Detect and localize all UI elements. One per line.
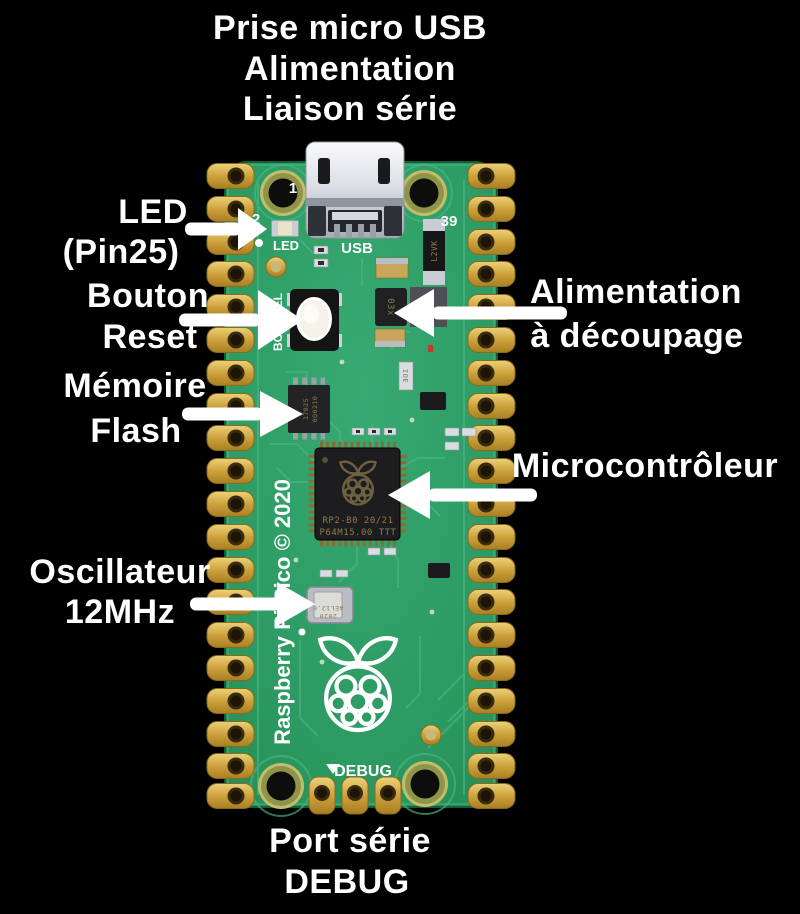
osc-marking-2: 2020: [319, 612, 337, 620]
power-led: [255, 220, 299, 247]
label-flash-line1: Mémoire: [63, 367, 207, 405]
sot23-transistor-2: [428, 563, 450, 578]
debug-pins: [308, 776, 402, 815]
label-flash-line2: Flash: [90, 412, 182, 450]
label-led-line2: (Pin25): [62, 233, 180, 271]
annotation-arrows: [179, 208, 567, 626]
silkscreen-pin2: 2: [252, 211, 260, 228]
arrow-psu: [394, 289, 567, 337]
label-osc-line2: 12MHz: [64, 593, 176, 631]
label-reset-line1: Bouton: [87, 277, 209, 315]
label-psu-line1: Alimentation: [530, 273, 742, 311]
silkscreen-led: LED: [273, 238, 299, 253]
arrow-flash: [182, 391, 303, 437]
label-usb-line3: Liaison série: [242, 90, 458, 128]
sot23-transistor: [420, 392, 446, 410]
label-reset-line2: Reset: [102, 318, 198, 356]
label-usb-line1: Prise micro USB: [213, 9, 487, 47]
arrow-oscillator: [190, 582, 315, 626]
label-led-line1: LED: [118, 193, 188, 231]
arrow-led: [185, 208, 267, 250]
silkscreen-pin1: 1: [289, 180, 297, 197]
silkscreen-debug-triangle: [326, 764, 340, 774]
silkscreen-usb: USB: [341, 240, 373, 257]
inductor-marking: 03x: [385, 298, 395, 316]
misc-passives: IOE: [313, 245, 477, 578]
silkscreen-debug: DEBUG: [334, 763, 392, 780]
schottky-diode: L2VK: [423, 219, 445, 285]
silkscreen-texts: USB LED 1 2 39 BOOTSEL Raspberry Pi Pico…: [252, 180, 458, 780]
mcu-marking-1: RP2-B0 20/21: [322, 516, 393, 526]
mcu-marking-2: P64M15.00 TTT: [320, 528, 397, 538]
regulator-marking: IOE: [401, 369, 409, 383]
label-psu-line2: à découpage: [530, 317, 744, 355]
micro-usb-connector: [305, 141, 405, 239]
label-debug-line1: Port série: [269, 822, 431, 860]
osc-marking-1: AEL12.0: [313, 604, 344, 612]
arrow-mcu: [388, 471, 537, 519]
label-debug-line2: DEBUG: [284, 863, 410, 901]
diode-marking: L2VK: [430, 240, 439, 261]
silkscreen-pin39: 39: [441, 213, 458, 230]
label-usb-line2: Alimentation: [244, 50, 456, 88]
flash-chip: 17025 0Q0210: [288, 377, 330, 440]
power-inductor: [375, 288, 407, 326]
bootsel-button: [287, 289, 342, 351]
pcb-traces: [250, 164, 479, 817]
label-mcu: Microcontrôleur: [511, 447, 779, 485]
label-osc-line1: Oscillateur: [29, 553, 211, 591]
crystal-oscillator: AEL12.0 2020: [298, 586, 354, 636]
flash-marking-1: 17025: [302, 398, 310, 420]
arrow-bootsel: [179, 290, 303, 350]
pico-board: L2VK 03x 17025 0Q0210: [206, 141, 516, 817]
rp2040-chip: RP2-B0 20/21 P64M15.00 TTT: [308, 441, 407, 547]
flash-marking-2: 0Q0210: [311, 396, 319, 422]
